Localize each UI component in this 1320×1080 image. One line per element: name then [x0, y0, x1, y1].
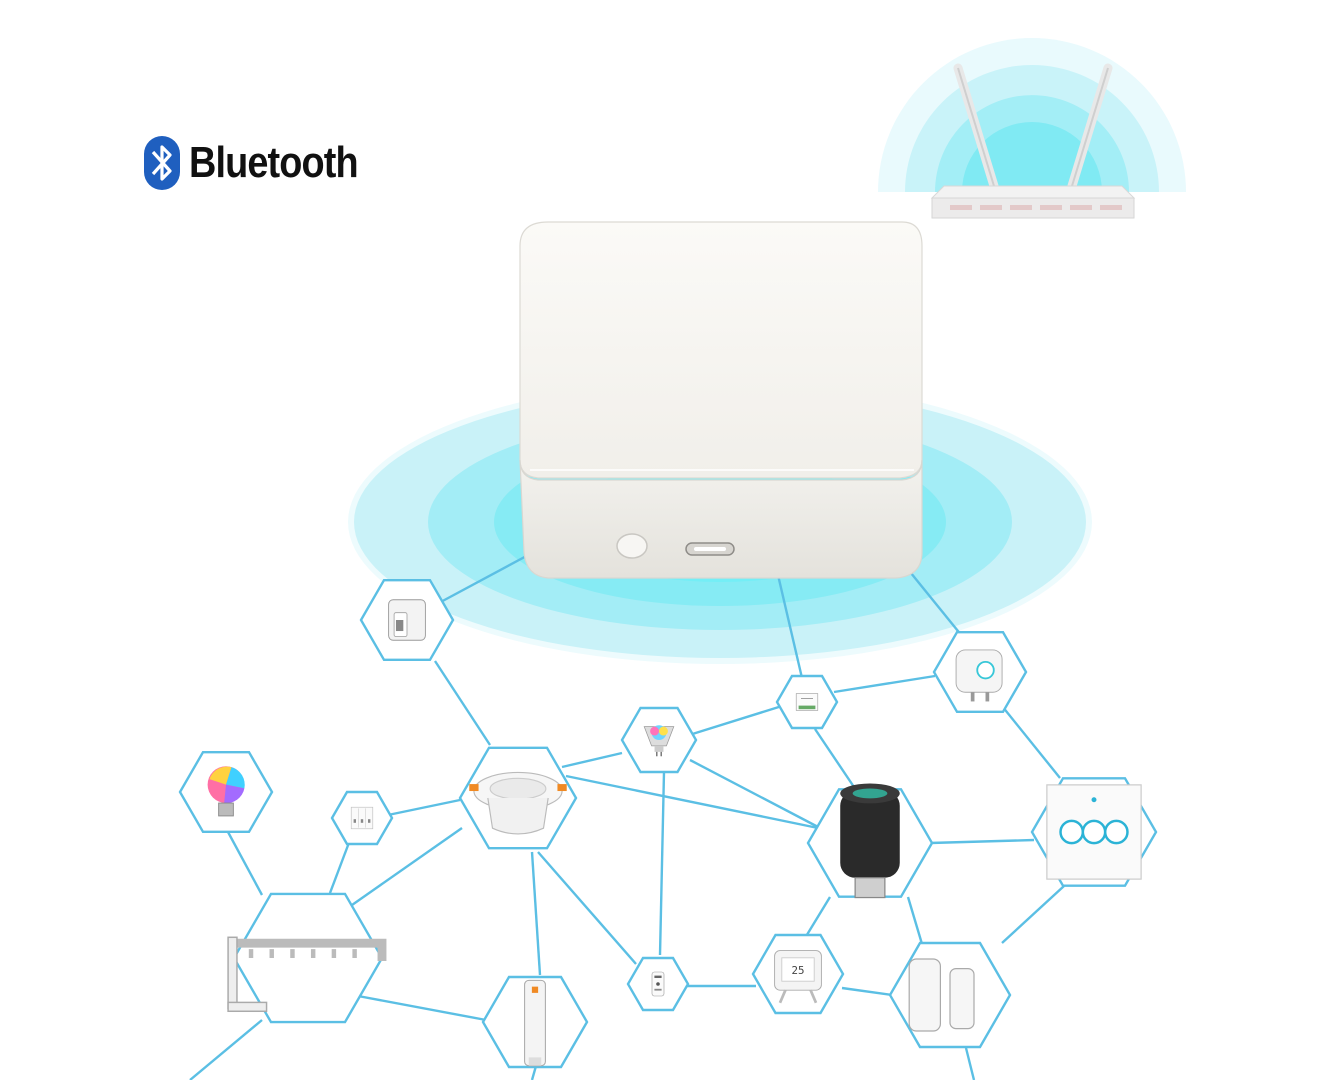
device-nodes: 25 [178, 579, 1158, 1069]
device-node-switch-bot [359, 579, 455, 661]
bluetooth-brand: Bluetooth [143, 134, 385, 192]
device-node-relay-module [775, 674, 839, 730]
device-node-smart-plug [932, 631, 1028, 713]
remote-control-icon [651, 971, 665, 997]
downlight-icon [469, 771, 567, 835]
rgb-bulb-icon [207, 766, 245, 817]
hub-button [616, 533, 648, 559]
device-node-radiator-valve [806, 783, 934, 899]
device-node-smart-bulb [178, 751, 274, 833]
gu10-bulb-icon [643, 725, 675, 757]
door-sensor-icon [908, 958, 975, 1032]
device-node-thermo-hygrometer: 25 [751, 933, 845, 1015]
curtain-rail-icon [227, 936, 387, 1013]
device-node-gu10-bulb [620, 706, 698, 774]
thermometer-icon: 25 [774, 950, 822, 1004]
bluetooth-icon [144, 136, 180, 190]
svg-text:25: 25 [791, 964, 804, 977]
mesh-links [189, 551, 1065, 1080]
device-node-touch-switch [1030, 777, 1158, 887]
device-node-curtain-motor [481, 975, 589, 1069]
wall-switch-icon [350, 806, 374, 830]
bluetooth-gateway-hub [519, 221, 923, 579]
device-node-door-sensor [888, 941, 1012, 1049]
smart-plug-icon [955, 649, 1003, 702]
device-node-remote-control [626, 956, 690, 1012]
device-node-wall-switch-small [330, 790, 394, 846]
device-node-curtain-rail [227, 892, 387, 1024]
relay-module-icon [795, 693, 819, 711]
router-icon [930, 63, 1136, 219]
device-node-downlight [458, 746, 578, 850]
radiator-valve-icon [840, 783, 900, 899]
bluetooth-label: Bluetooth [189, 138, 359, 187]
router-signal [878, 38, 1186, 192]
switch-bot-icon [388, 599, 426, 641]
touch-switch-icon [1046, 784, 1142, 880]
curtain-motor-icon [524, 979, 546, 1067]
